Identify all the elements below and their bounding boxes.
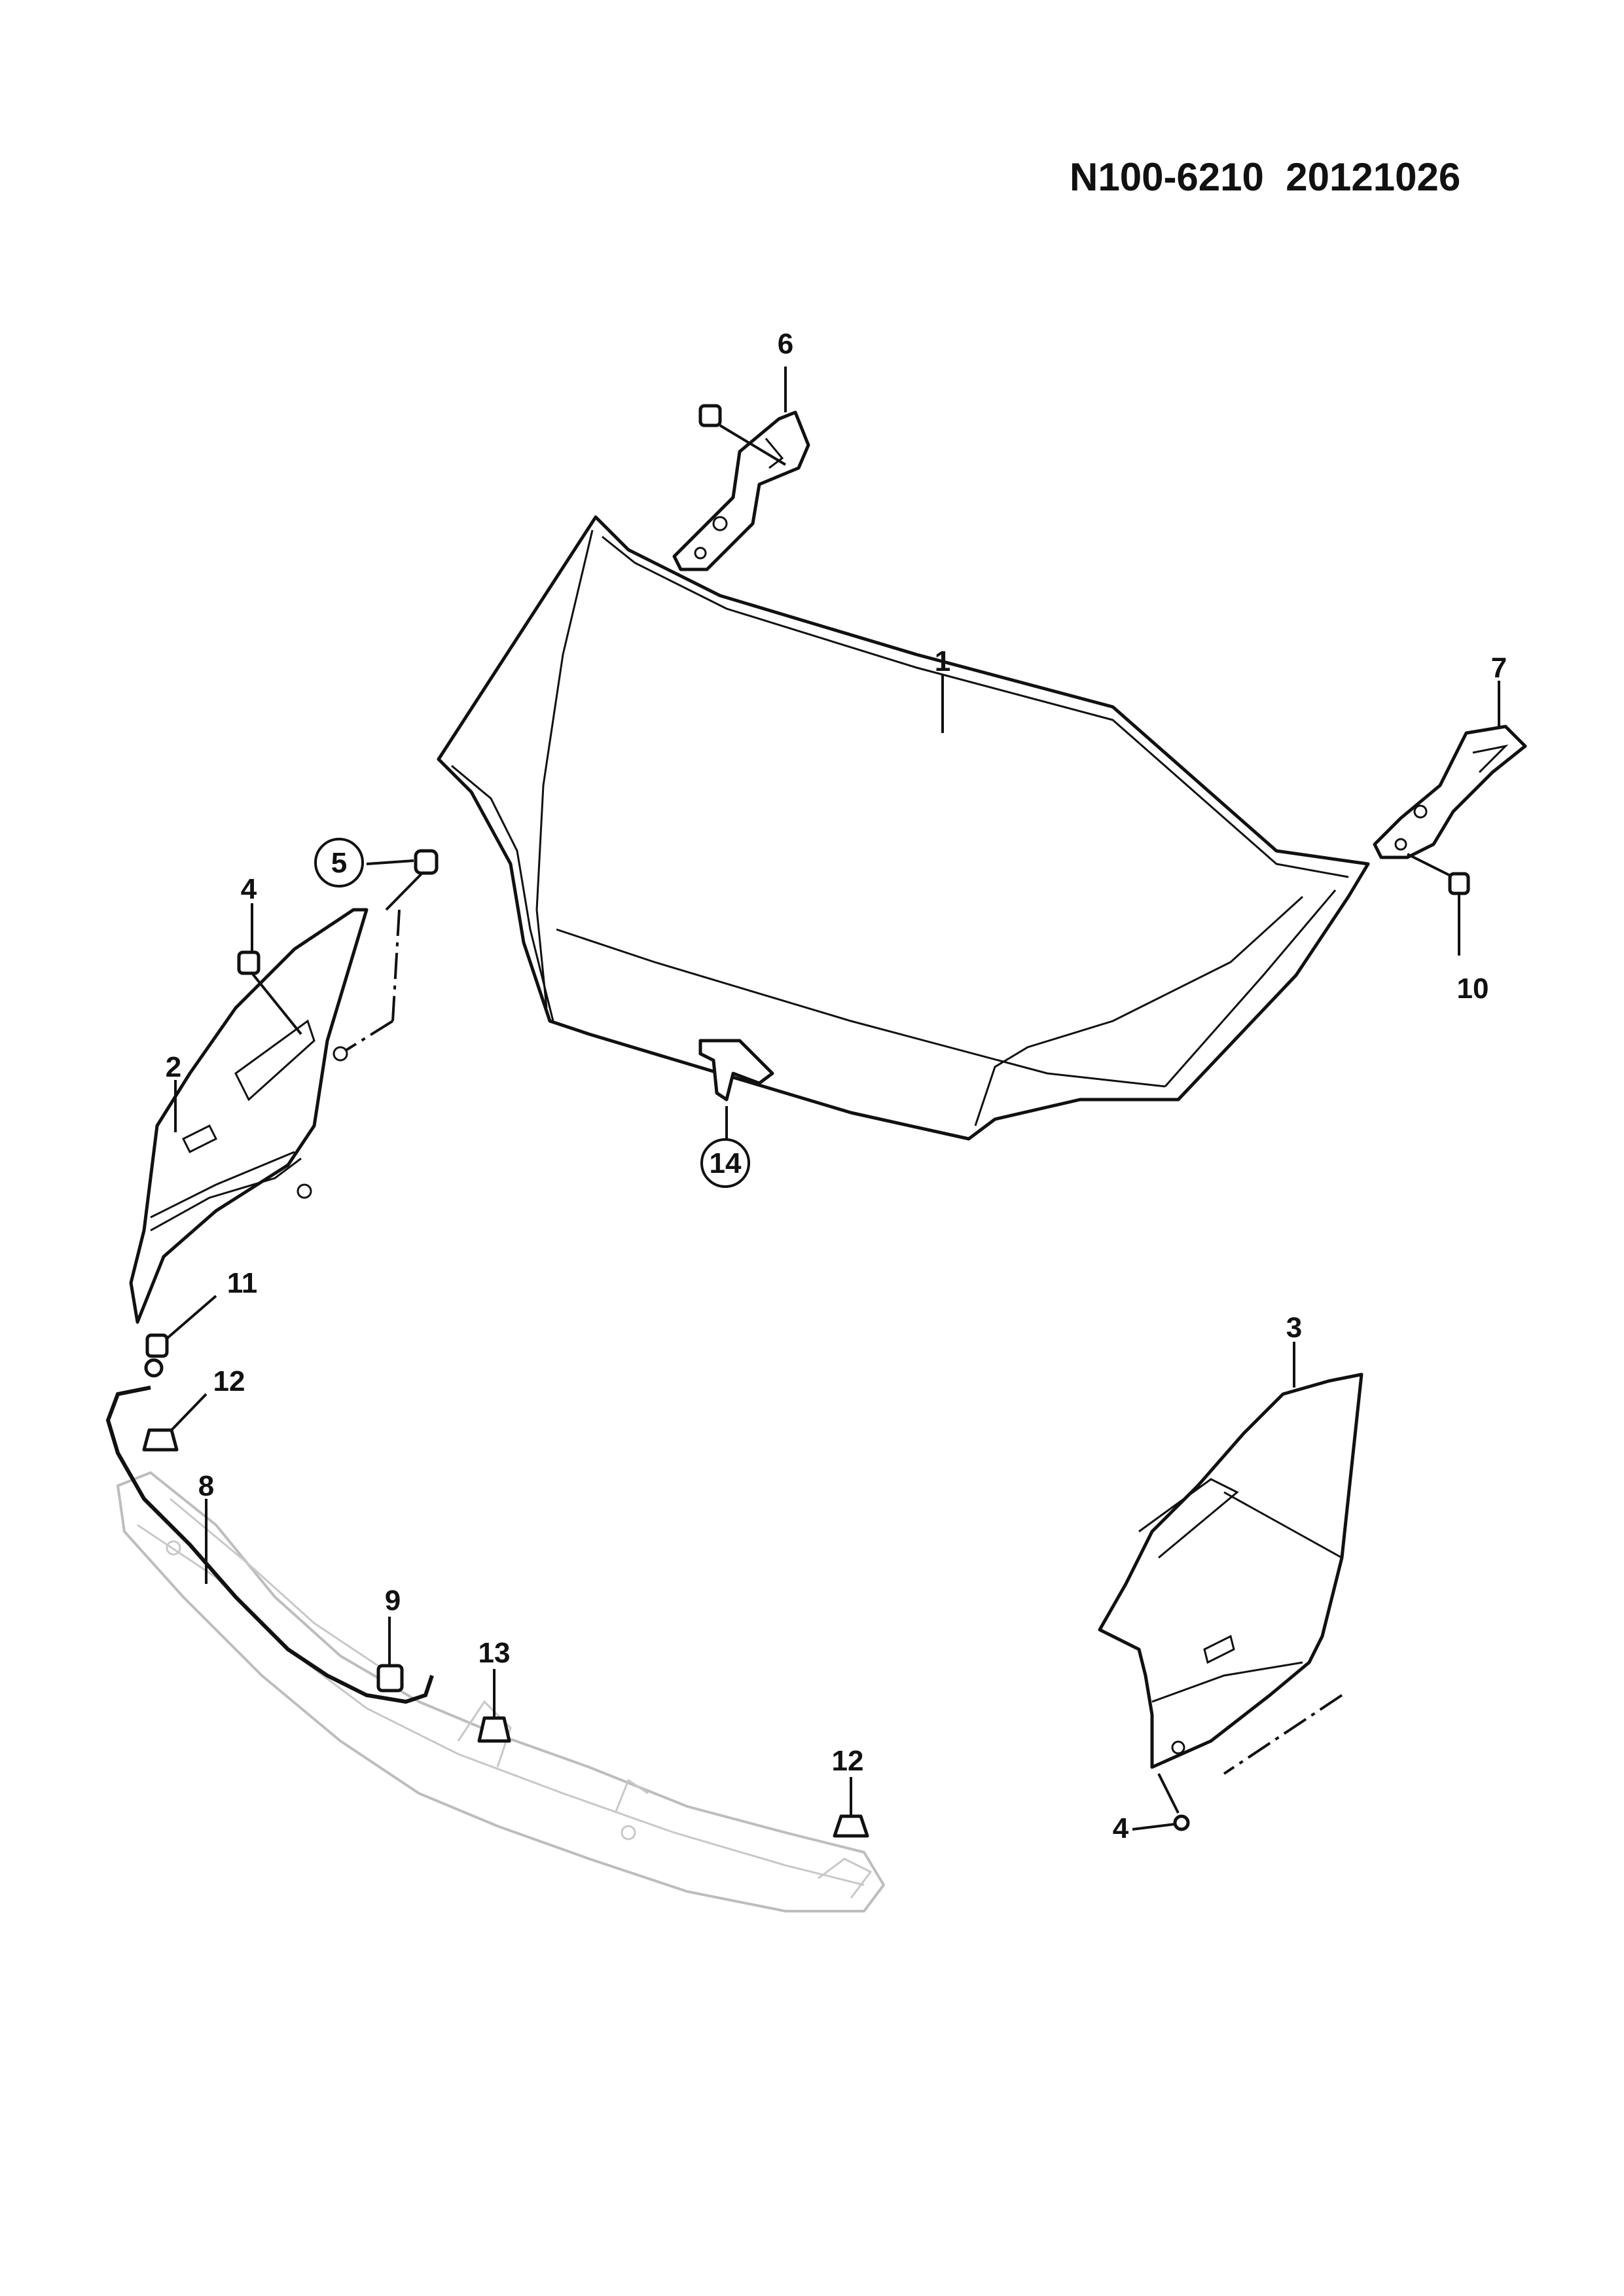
hose-connector bbox=[144, 1333, 169, 1378]
callout-4-right: 4 bbox=[1113, 1812, 1129, 1844]
callout-5-circle bbox=[314, 838, 364, 888]
callout-8: 8 bbox=[198, 1470, 214, 1502]
fender-left bbox=[129, 908, 401, 1324]
callout-13: 13 bbox=[478, 1637, 511, 1669]
document-code: N100-6210 20121026 bbox=[1070, 155, 1461, 199]
callout-leaders bbox=[166, 367, 1500, 1831]
callout-4-left: 4 bbox=[241, 873, 257, 905]
callout-14-circle bbox=[700, 1138, 750, 1188]
hood-bumper-right bbox=[833, 1814, 869, 1838]
callout-5: 5 bbox=[331, 847, 347, 879]
callout-9: 9 bbox=[385, 1585, 401, 1617]
front-crossmember-reference bbox=[117, 1471, 885, 1912]
hood-stop bbox=[477, 1716, 511, 1743]
callout-14: 14 bbox=[710, 1147, 742, 1179]
callout-11: 11 bbox=[227, 1267, 258, 1299]
callout-2: 2 bbox=[166, 1051, 181, 1083]
washer-hose bbox=[105, 1386, 434, 1704]
callout-10: 10 bbox=[1457, 973, 1489, 1005]
hood-bumper-left bbox=[142, 1428, 179, 1452]
fender-bolt bbox=[385, 849, 439, 911]
hood-clip bbox=[698, 1039, 774, 1102]
callout-6: 6 bbox=[778, 328, 793, 360]
callout-12-left: 12 bbox=[213, 1365, 245, 1397]
callout-3: 3 bbox=[1286, 1312, 1302, 1344]
callout-1: 1 bbox=[935, 645, 950, 677]
hinge-bracket-upper bbox=[672, 404, 810, 571]
fender-right bbox=[1098, 1372, 1363, 1831]
callout-12-right: 12 bbox=[832, 1745, 864, 1777]
callout-7: 7 bbox=[1491, 652, 1507, 684]
hinge-bracket-right bbox=[1373, 725, 1527, 895]
callout-labels: 1 2 3 4 4 5 6 7 8 9 10 11 12 12 13 14 bbox=[166, 328, 1507, 1844]
hood-panel bbox=[437, 515, 1370, 1141]
washer-nozzle bbox=[376, 1664, 404, 1693]
